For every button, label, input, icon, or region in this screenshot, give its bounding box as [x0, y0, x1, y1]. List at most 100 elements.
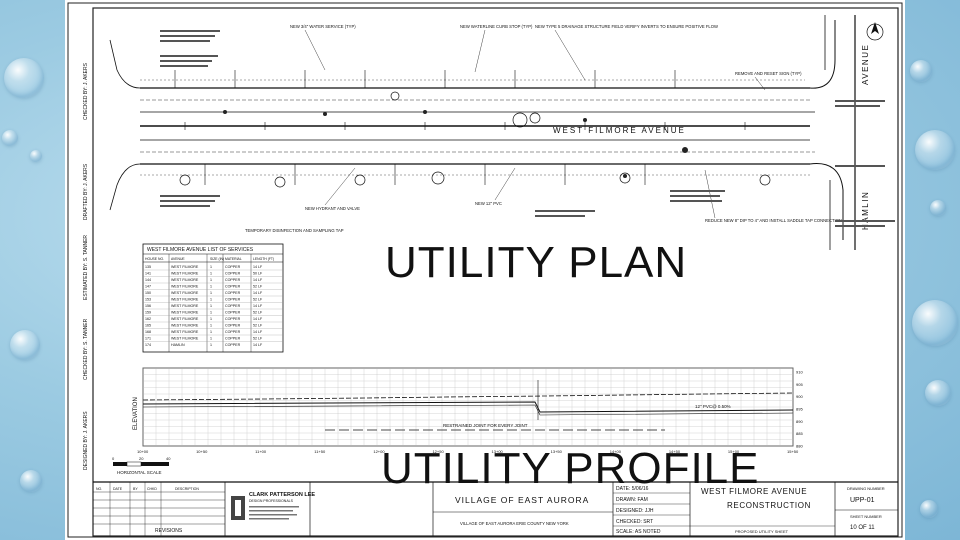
street-label: HAMLIN: [861, 191, 870, 230]
table-cell: 1: [210, 285, 212, 289]
elevation-label: ELEVATION: [133, 397, 139, 430]
table-cell: 50 LF: [253, 272, 263, 276]
table-cell: 52 LF: [253, 298, 263, 302]
rev-header: DESCRIPTION: [175, 487, 199, 491]
table-cell: 147: [145, 285, 151, 289]
table-cell: COPPER: [225, 291, 241, 295]
table-cell: 52 LF: [253, 311, 263, 315]
elevation-tick: 900: [796, 394, 803, 399]
table-cell: WEST FILMORE: [171, 324, 199, 328]
bubble-decoration: [20, 470, 42, 492]
engineering-drawing: CHECKED BY: J. AKERS DRAFTED BY: J. AKER…: [67, 2, 903, 538]
profile-note: RESTRAINED JOINT FOR EVERY JOINT: [443, 423, 528, 428]
station-label: 14+00: [610, 449, 622, 454]
table-cell: 1: [210, 298, 212, 302]
bubble-decoration: [30, 150, 42, 162]
table-cell: 52 LF: [253, 285, 263, 289]
callout-note: REDUCE NEW 8" DIP TO 4" AND INSTALL SADD…: [705, 218, 842, 223]
table-cell: COPPER: [225, 298, 241, 302]
stamp-text: ESTIMATED BY: S. TANNER: [83, 235, 89, 300]
table-cell: 14 LF: [253, 278, 263, 282]
table-cell: WEST FILMORE: [171, 337, 199, 341]
callout-note: NEW HYDRANT AND VALVE: [305, 206, 360, 211]
date-field: DATE: 5/06/16: [616, 486, 649, 492]
table-cell: 1: [210, 337, 212, 341]
plan-view: WEST FILMORE AVENUE AVENUE HAMLIN NEW 3/…: [109, 15, 895, 250]
callout-note: NEW TYPE 5 DRAINAGE STRUCTURE FIELD VERI…: [535, 24, 718, 29]
drawing-number-label: DRAWING NUMBER: [847, 486, 885, 491]
designed-field: DESIGNED: JJH: [616, 508, 654, 514]
bubble-decoration: [915, 130, 955, 170]
callout-note: NEW 12" PVC: [475, 201, 502, 206]
bubble-decoration: [912, 300, 958, 346]
bubble-decoration: [930, 200, 946, 216]
table-cell: 1: [210, 330, 212, 334]
table-cell: COPPER: [225, 324, 241, 328]
table-cell: 174: [145, 343, 151, 347]
table-cell: COPPER: [225, 265, 241, 269]
bubble-decoration: [920, 500, 938, 518]
bubble-decoration: [4, 58, 44, 98]
side-stamps: CHECKED BY: J. AKERS DRAFTED BY: J. AKER…: [83, 8, 94, 536]
table-cell: 1: [210, 317, 212, 321]
callout-note: NEW 3/4" WATER SERVICE (TYP): [290, 24, 356, 29]
table-header: HOUSE NO.: [145, 257, 164, 261]
table-cell: COPPER: [225, 330, 241, 334]
firm-name: CLARK PATTERSON LEE: [249, 492, 315, 498]
scale-field: SCALE: AS NOTED: [616, 529, 661, 535]
table-cell: COPPER: [225, 304, 241, 308]
station-label: 13+00: [492, 449, 504, 454]
utility-plan-title: UTILITY PLAN: [385, 238, 688, 287]
table-cell: COPPER: [225, 278, 241, 282]
table-cell: WEST FILMORE: [171, 272, 199, 276]
station-label: 15+00: [728, 449, 740, 454]
table-cell: 156: [145, 304, 151, 308]
table-header: LENGTH (FT): [253, 257, 274, 261]
table-title: WEST FILMORE AVENUE LIST OF SERVICES: [147, 247, 254, 253]
table-cell: WEST FILMORE: [171, 304, 199, 308]
table-cell: 171: [145, 337, 151, 341]
project-subtitle: RECONSTRUCTION: [727, 501, 811, 510]
street-label: WEST FILMORE AVENUE: [553, 126, 686, 135]
profile-view: RESTRAINED JOINT FOR EVERY JOINT 12" PVC…: [133, 367, 803, 454]
table-cell: 153: [145, 298, 151, 302]
elevation-tick: 905: [796, 382, 803, 387]
table-cell: WEST FILMORE: [171, 285, 199, 289]
station-label: 10+50: [196, 449, 208, 454]
station-label: 12+50: [432, 449, 444, 454]
sheet-number: 10 OF 11: [850, 525, 875, 531]
table-cell: WEST FILMORE: [171, 311, 199, 315]
firm-logo: CLARK PATTERSON LEE DESIGN PROFESSIONALS: [231, 492, 315, 520]
stamp-text: DRAFTED BY: J. AKERS: [83, 163, 89, 220]
elevation-tick: 910: [796, 370, 803, 375]
table-cell: COPPER: [225, 343, 241, 347]
table-cell: 141: [145, 272, 151, 276]
stamp-text: CHECKED BY: J. AKERS: [83, 62, 89, 120]
horizontal-scale: 0 20 40 HORIZONTAL SCALE: [112, 456, 171, 475]
station-label: 11+00: [255, 449, 267, 454]
scale-tick: 20: [139, 456, 144, 461]
table-cell: COPPER: [225, 272, 241, 276]
village-name: VILLAGE OF EAST AURORA: [455, 495, 589, 505]
station-label: 14+50: [669, 449, 681, 454]
table-cell: 1: [210, 311, 212, 315]
sheet-number-label: SHEET NUMBER: [850, 514, 882, 519]
drawing-number: UPP-01: [850, 497, 875, 504]
street-label: AVENUE: [861, 44, 870, 85]
table-cell: WEST FILMORE: [171, 291, 199, 295]
rev-header: DATE: [113, 487, 123, 491]
scale-tick: 40: [166, 456, 171, 461]
table-header: AVENUE: [171, 257, 185, 261]
table-cell: 14 LF: [253, 291, 263, 295]
stamp-text: DESIGNED BY: J. AKERS: [83, 411, 89, 470]
station-label: 10+00: [137, 449, 149, 454]
table-cell: 1: [210, 272, 212, 276]
table-cell: 159: [145, 311, 151, 315]
table-cell: WEST FILMORE: [171, 278, 199, 282]
table-cell: WEST FILMORE: [171, 317, 199, 321]
table-cell: 135: [145, 265, 151, 269]
rev-header: NO.: [96, 487, 102, 491]
table-cell: 14 LF: [253, 304, 263, 308]
rev-header: BY: [133, 487, 138, 491]
table-cell: COPPER: [225, 311, 241, 315]
